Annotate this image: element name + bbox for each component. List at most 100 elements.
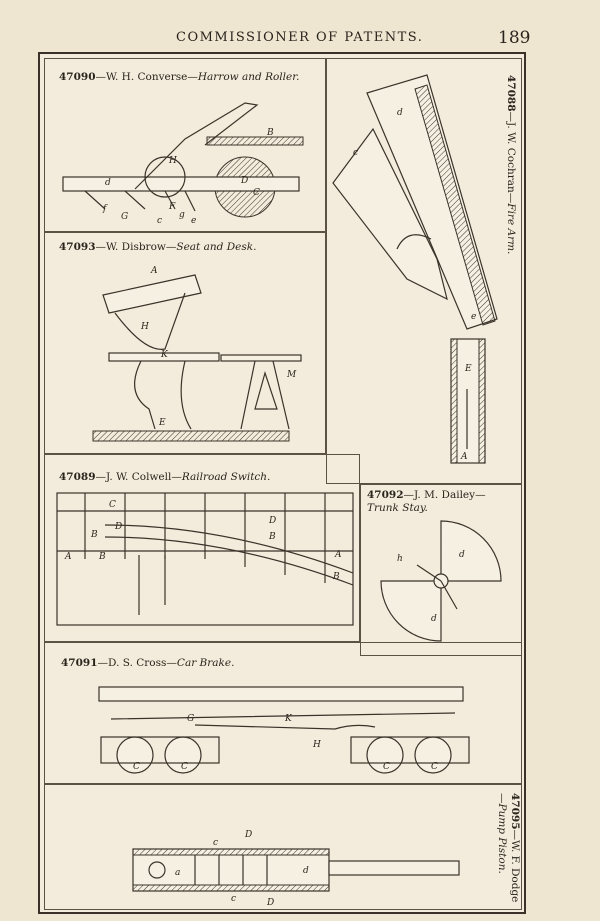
harrow-label: D [240,176,248,186]
fire-arm-label: A [460,452,468,462]
switch-curved-rails [104,524,354,586]
brake-rods [110,712,456,730]
switch-label: C [109,500,116,510]
harrow-label: d [105,178,111,188]
seat-floor [92,430,290,442]
harrow-label: G [121,212,128,222]
piston-packing [194,855,268,885]
switch-label: D [114,522,122,532]
seat-board [108,352,220,362]
panel-car-brake: 47091—D. S. Cross—Car Brake. G K H C C C… [44,642,522,784]
trunk-label: h [397,554,403,564]
switch-rod [138,555,166,615]
switch-label: B [90,530,98,540]
car-body [98,686,464,702]
piston-valve [148,861,166,879]
harrow-label: F [168,202,176,212]
caption-seat-and-desk: 47093—W. Disbrow—Seat and Desk. [59,241,257,253]
patent-title: Harrow and Roller. [197,71,300,83]
fire-arm-label: d [397,108,403,118]
running-head: COMMISSIONER OF PATENTS. [176,30,424,45]
harrow-wheel [144,156,186,198]
piston-wall [132,848,330,856]
fire-arm-trigger [396,234,432,250]
patent-number: 47093 [59,241,96,253]
caption-railroad-switch: 47089—J. W. Colwell—Railroad Switch. [59,471,271,483]
panel-pump-piston: 47095—W. F. Dodge—Pump Piston. D c a d c… [44,784,522,910]
fire-arm-label: E [464,364,472,374]
pump-piston-drawing: D c a d c D [132,830,460,908]
patent-inventor: J. W. Colwell [106,471,172,483]
harrow-label: g [179,210,185,220]
fire-arm-label: e [471,312,476,322]
switch-label: B [332,572,340,582]
harrow-label: f [102,204,108,214]
piston-label: a [175,868,180,878]
piston-label: D [244,830,252,840]
seat-label: E [158,418,166,428]
panel-trunk-stay: 47092—J. M. Dailey—Trunk Stay. d h d [360,484,522,656]
brake-label: H [312,740,321,750]
desk-leg [240,360,290,430]
panel-railroad-switch: 47089—J. W. Colwell—Railroad Switch. C D… [44,454,360,642]
piston-label: D [266,898,274,908]
seat-support [114,292,186,350]
seat-lid [102,274,202,314]
trunk-label: d [431,614,437,624]
seat-legs [134,360,192,430]
harrow-label: C [253,188,260,198]
railroad-switch-drawing: C D B A B D B A B [56,492,354,626]
harrow-label: e [191,216,196,226]
caption-trunk-stay: 47092—J. M. Dailey—Trunk Stay. [367,489,486,514]
page-header: COMMISSIONER OF PATENTS. 189 [0,28,600,52]
panel-fire-arm: 47088—J. W. Cochran—Fire Arm. d c e E A [326,58,522,484]
fire-arm-breech-wall [478,338,486,464]
piston-label: c [231,894,236,904]
switch-label: B [268,532,276,542]
brake-label: C [133,762,140,772]
brake-label: C [431,762,438,772]
caption-harrow-and-roller: 47090—W. H. Converse—Harrow and Roller. [59,71,300,83]
brake-label: C [181,762,188,772]
fire-arm-barrel [366,74,498,330]
fire-arm-barrel-wall [414,84,496,326]
patent-inventor: W. H. Converse [106,71,188,83]
trunk-stay-arms [416,564,458,610]
harrow-label: H [168,156,177,166]
car-truck [350,736,470,764]
seat-label: M [286,370,297,380]
switch-label: A [64,552,72,562]
desk-board [220,354,302,362]
patent-title: Railroad Switch. [181,471,271,483]
caption-car-brake: 47091—D. S. Cross—Car Brake. [61,657,235,669]
harrow-label: B [266,128,274,138]
patent-number: 47092 [367,489,404,501]
seat-label: K [160,350,169,360]
piston-label: c [213,838,218,848]
patent-inventor: W. Disbrow [106,241,166,253]
car-brake-drawing: G K H C C C C [98,686,470,774]
brake-label: C [383,762,390,772]
patent-title: Trunk Stay. [367,502,428,514]
brake-label: G [187,714,194,724]
harrow-handle [134,102,259,190]
panel-seat-and-desk: 47093—W. Disbrow—Seat and Desk. A H K M … [44,232,326,454]
page-number: 189 [498,28,531,48]
seat-label: H [140,322,149,332]
piston-body [132,848,330,892]
seat-and-desk-drawing: A H K M E [92,266,302,442]
patent-title: Car Brake. [176,657,235,669]
trunk-label: d [459,550,465,560]
piston-rod [328,860,460,876]
patent-title: Seat and Desk. [176,241,257,253]
piston-label: d [303,866,309,876]
switch-label: D [268,516,276,526]
seat-label: A [150,266,158,276]
harrow-label: c [157,216,162,226]
patent-inventor: D. S. Cross [108,657,167,669]
fire-arm-drawing: d c e E A [332,74,498,464]
brake-label: K [284,714,293,724]
patent-inventor: J. M. Dailey [414,489,476,501]
panel-harrow-and-roller: 47090—W. H. Converse—Harrow and Roller. … [44,58,326,232]
patent-number: 47091 [61,657,98,669]
